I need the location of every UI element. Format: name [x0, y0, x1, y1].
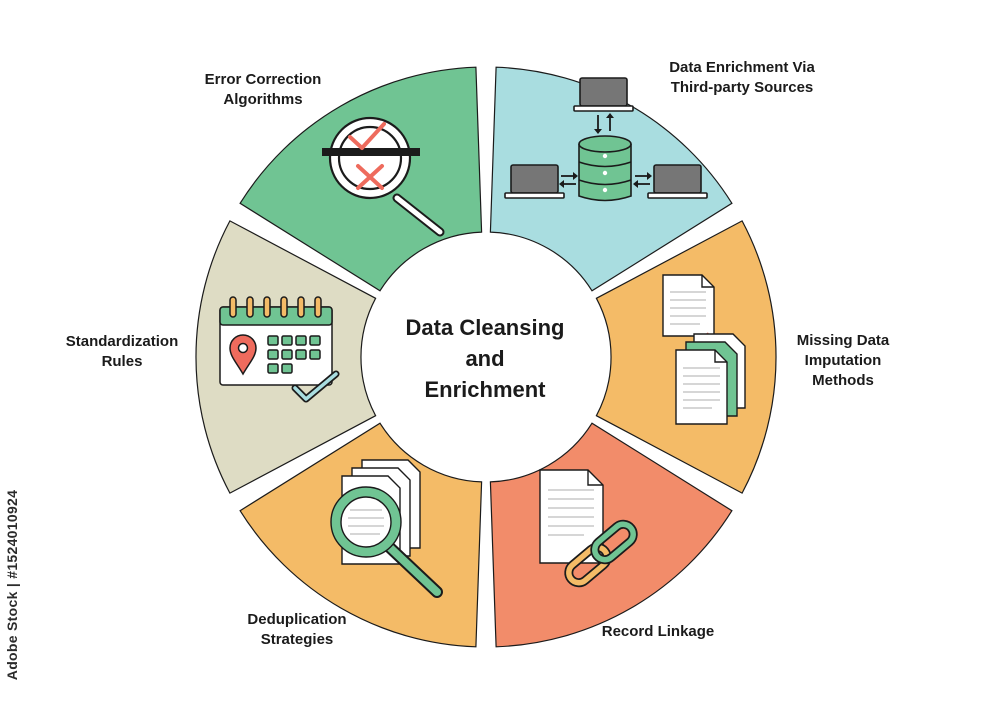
label-error-correction: Error Correction Algorithms [178, 70, 348, 110]
label-record-linkage: Record Linkage [578, 622, 738, 642]
label-line: Data Enrichment Via [669, 59, 815, 76]
center-title-line: Data Cleansing [405, 315, 565, 340]
label-line: Imputation [804, 352, 882, 369]
label-standardization: Standardization Rules [42, 332, 202, 372]
label-line: Algorithms [223, 91, 303, 108]
database-network-icon [504, 77, 708, 202]
calendar-pin-icon [219, 296, 340, 403]
label-line: Record Linkage [601, 623, 715, 640]
label-line: Strategies [260, 631, 334, 648]
magnifier-documents-icon [330, 459, 443, 598]
label-line: Deduplication [247, 611, 347, 628]
label-line: Error Correction [204, 71, 322, 88]
magnifier-check-icon [322, 116, 445, 237]
document-chain-icon [539, 469, 638, 588]
label-missing-data: Missing Data Imputation Methods [768, 331, 918, 391]
label-deduplication: Deduplication Strategies [222, 610, 372, 650]
label-data-enrichment: Data Enrichment Via Third-party Sources [632, 58, 852, 98]
stock-watermark: Adobe Stock | #1524010924 [0, 470, 24, 700]
label-line: Methods [812, 372, 874, 389]
center-title-line: Enrichment [424, 377, 546, 402]
label-line: Missing Data [796, 332, 890, 349]
label-line: Standardization [65, 333, 179, 350]
documents-icon [662, 274, 746, 425]
label-line: Rules [101, 353, 143, 370]
center-title-line: and [465, 346, 505, 371]
watermark-text: Adobe Stock | #1524010924 [4, 489, 20, 681]
label-line: Third-party Sources [670, 79, 814, 96]
center-title: Data Cleansing and Enrichment [380, 312, 590, 405]
